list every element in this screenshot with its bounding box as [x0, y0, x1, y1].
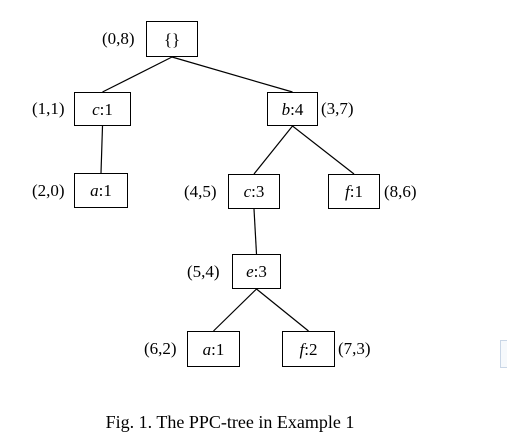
tree-node-c1: c:1: [74, 92, 131, 126]
node-count: :2: [304, 339, 318, 359]
edge-c3-e3: [253, 208, 258, 255]
tree-node-f2: f:2: [282, 331, 335, 367]
tree-node-f1: f:1: [328, 174, 380, 209]
node-item: e: [246, 262, 254, 281]
tree-node-b4: b:4: [267, 92, 318, 126]
tree-node-a1b: a:1: [187, 331, 240, 367]
edge-root-c1: [102, 56, 173, 93]
node-count: :4: [290, 99, 304, 119]
edge-e3-f2: [256, 288, 309, 332]
edge-e3-a1b: [213, 288, 257, 332]
tree-node-e3: e:3: [232, 254, 281, 289]
node-label-b4: (3,7): [321, 99, 354, 118]
node-label-a1: (2,0): [32, 180, 65, 200]
edge-b4-f1: [292, 125, 355, 175]
node-count: :1: [99, 99, 113, 119]
node-item: f: [299, 339, 305, 359]
node-label-f2: (7,3): [338, 339, 371, 358]
node-label-a1b: (6,2): [144, 339, 177, 358]
node-item: a: [202, 339, 212, 359]
node-label-c3: (4,5): [184, 181, 217, 201]
figure-caption: Fig. 1. The PPC-tree in Example 1: [105, 412, 355, 432]
node-label-f1: (8,6): [384, 181, 417, 201]
node-item: c: [92, 99, 100, 119]
node-count: :3: [253, 262, 267, 281]
edge-root-b4: [171, 56, 293, 93]
node-count: :1: [349, 182, 363, 201]
node-item: f: [345, 182, 350, 201]
node-count: :1: [211, 339, 225, 359]
node-label-e3: (5,4): [187, 261, 220, 281]
side-scroll-marker: [500, 340, 507, 368]
node-item: b: [281, 99, 291, 119]
edge-b4-c3: [253, 125, 293, 175]
edge-c1-a1: [100, 125, 104, 174]
node-count: :1: [98, 181, 112, 200]
node-label-root: (0,8): [102, 29, 135, 48]
node-item: a: [90, 181, 99, 200]
node-label-c1: (1,1): [32, 99, 65, 118]
tree-node-c3: c:3: [228, 174, 280, 209]
node-count: {}: [163, 29, 181, 49]
tree-node-root: {}: [146, 21, 198, 57]
tree-node-a1: a:1: [74, 173, 128, 208]
node-count: :3: [251, 182, 265, 201]
node-item: c: [243, 182, 252, 201]
